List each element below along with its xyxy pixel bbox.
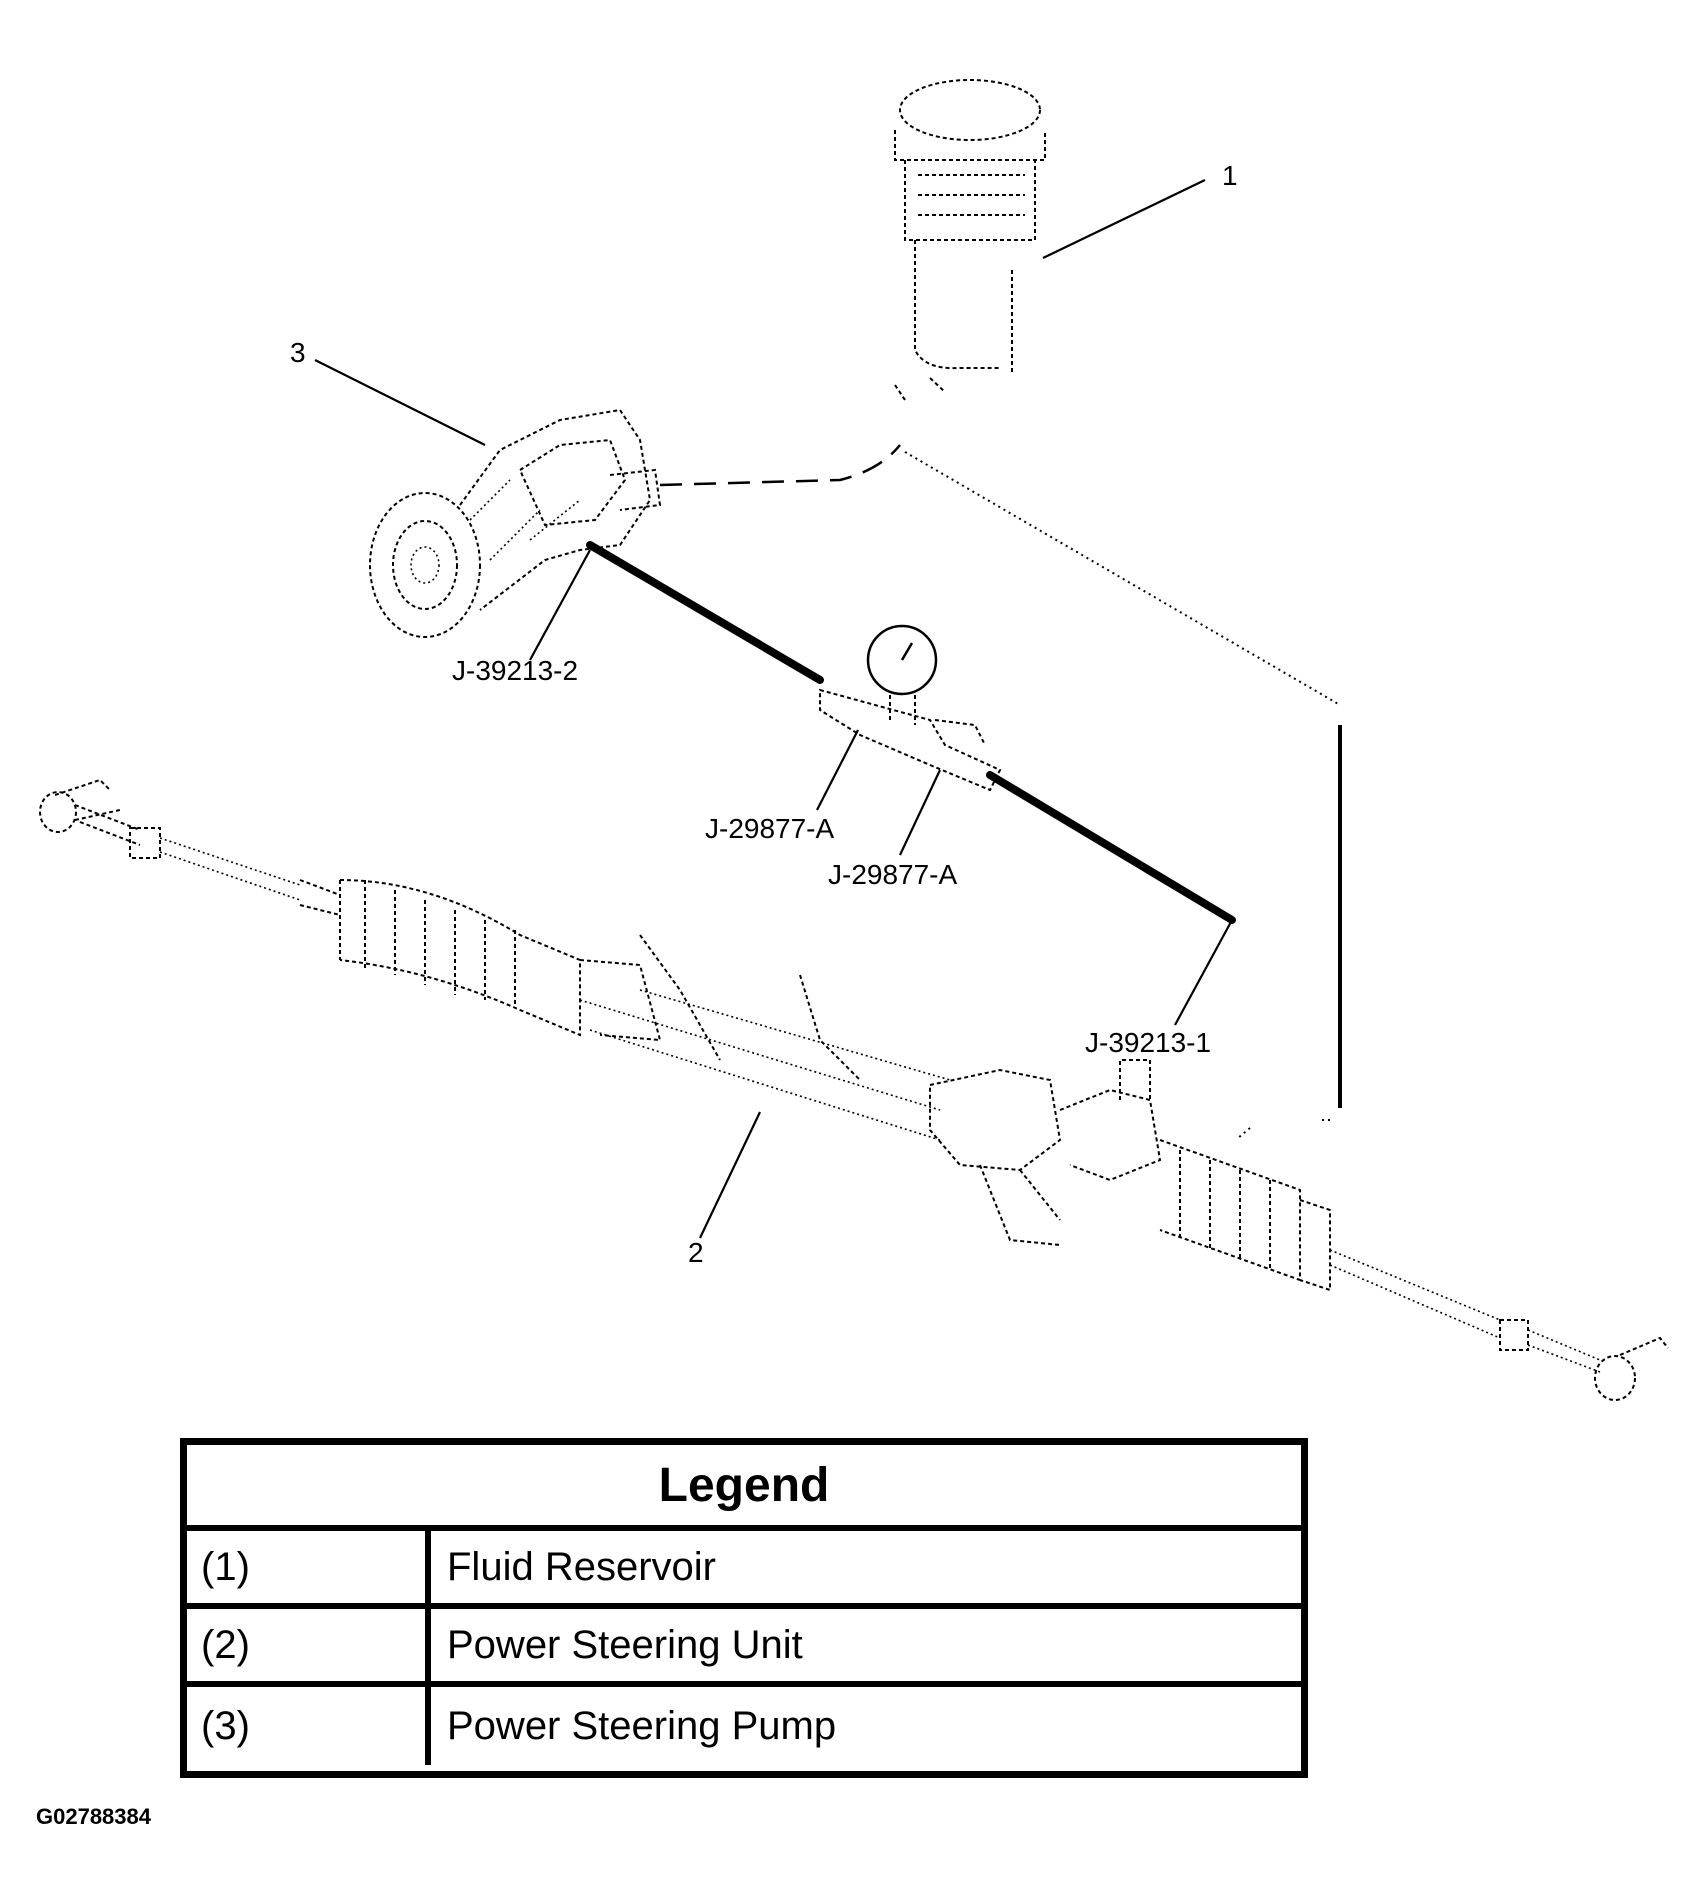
callout-j39213-1: J-39213-1 — [1085, 1027, 1211, 1058]
leader-2 — [699, 1111, 761, 1239]
power-steering-unit — [39, 778, 1669, 1401]
callout-3: 3 — [290, 337, 306, 368]
pressure-hose-rack — [986, 771, 1236, 924]
leader-j39213-2 — [529, 549, 591, 661]
legend-row-number: (3) — [187, 1687, 431, 1765]
leader-j29877-a-2 — [899, 769, 941, 856]
legend-table: Legend (1) Fluid Reservoir (2) Power Ste… — [180, 1438, 1308, 1778]
legend-row-number: (2) — [187, 1609, 431, 1681]
legend-row-number: (1) — [187, 1531, 431, 1603]
leader-j29877-a-1 — [816, 729, 859, 811]
legend-row: (1) Fluid Reservoir — [187, 1531, 1301, 1609]
legend-row-description: Fluid Reservoir — [447, 1544, 716, 1589]
pressure-hose-pump — [586, 541, 824, 684]
power-steering-pump — [369, 408, 662, 638]
leader-3 — [314, 359, 486, 446]
legend-row: (2) Power Steering Unit — [187, 1609, 1301, 1687]
pressure-gauge — [819, 624, 1002, 792]
legend-title: Legend — [658, 1458, 830, 1512]
power-steering-diagram: 1 3 2 J-39213-2 J-29877-A J-29877-A J-39… — [39, 79, 1669, 1401]
legend-row-description: Power Steering Pump — [447, 1703, 837, 1748]
figure-id: G02788384 — [36, 1804, 151, 1829]
leader-1 — [1042, 179, 1206, 259]
callout-2: 2 — [688, 1237, 704, 1268]
legend-row: (3) Power Steering Pump — [187, 1687, 1301, 1765]
supply-line — [659, 444, 901, 487]
fluid-reservoir — [894, 79, 1046, 401]
legend-row-description: Power Steering Unit — [447, 1622, 803, 1667]
return-line — [904, 451, 1341, 706]
return-line-end — [1237, 1119, 1330, 1139]
callout-j39213-2: J-39213-2 — [452, 655, 578, 686]
leader-j39213-1 — [1174, 919, 1233, 1026]
callout-1: 1 — [1222, 160, 1238, 191]
legend-header: Legend — [187, 1445, 1301, 1531]
callout-j29877-a-inlet: J-29877-A — [705, 813, 835, 844]
callout-j29877-a-outlet: J-29877-A — [828, 859, 958, 890]
